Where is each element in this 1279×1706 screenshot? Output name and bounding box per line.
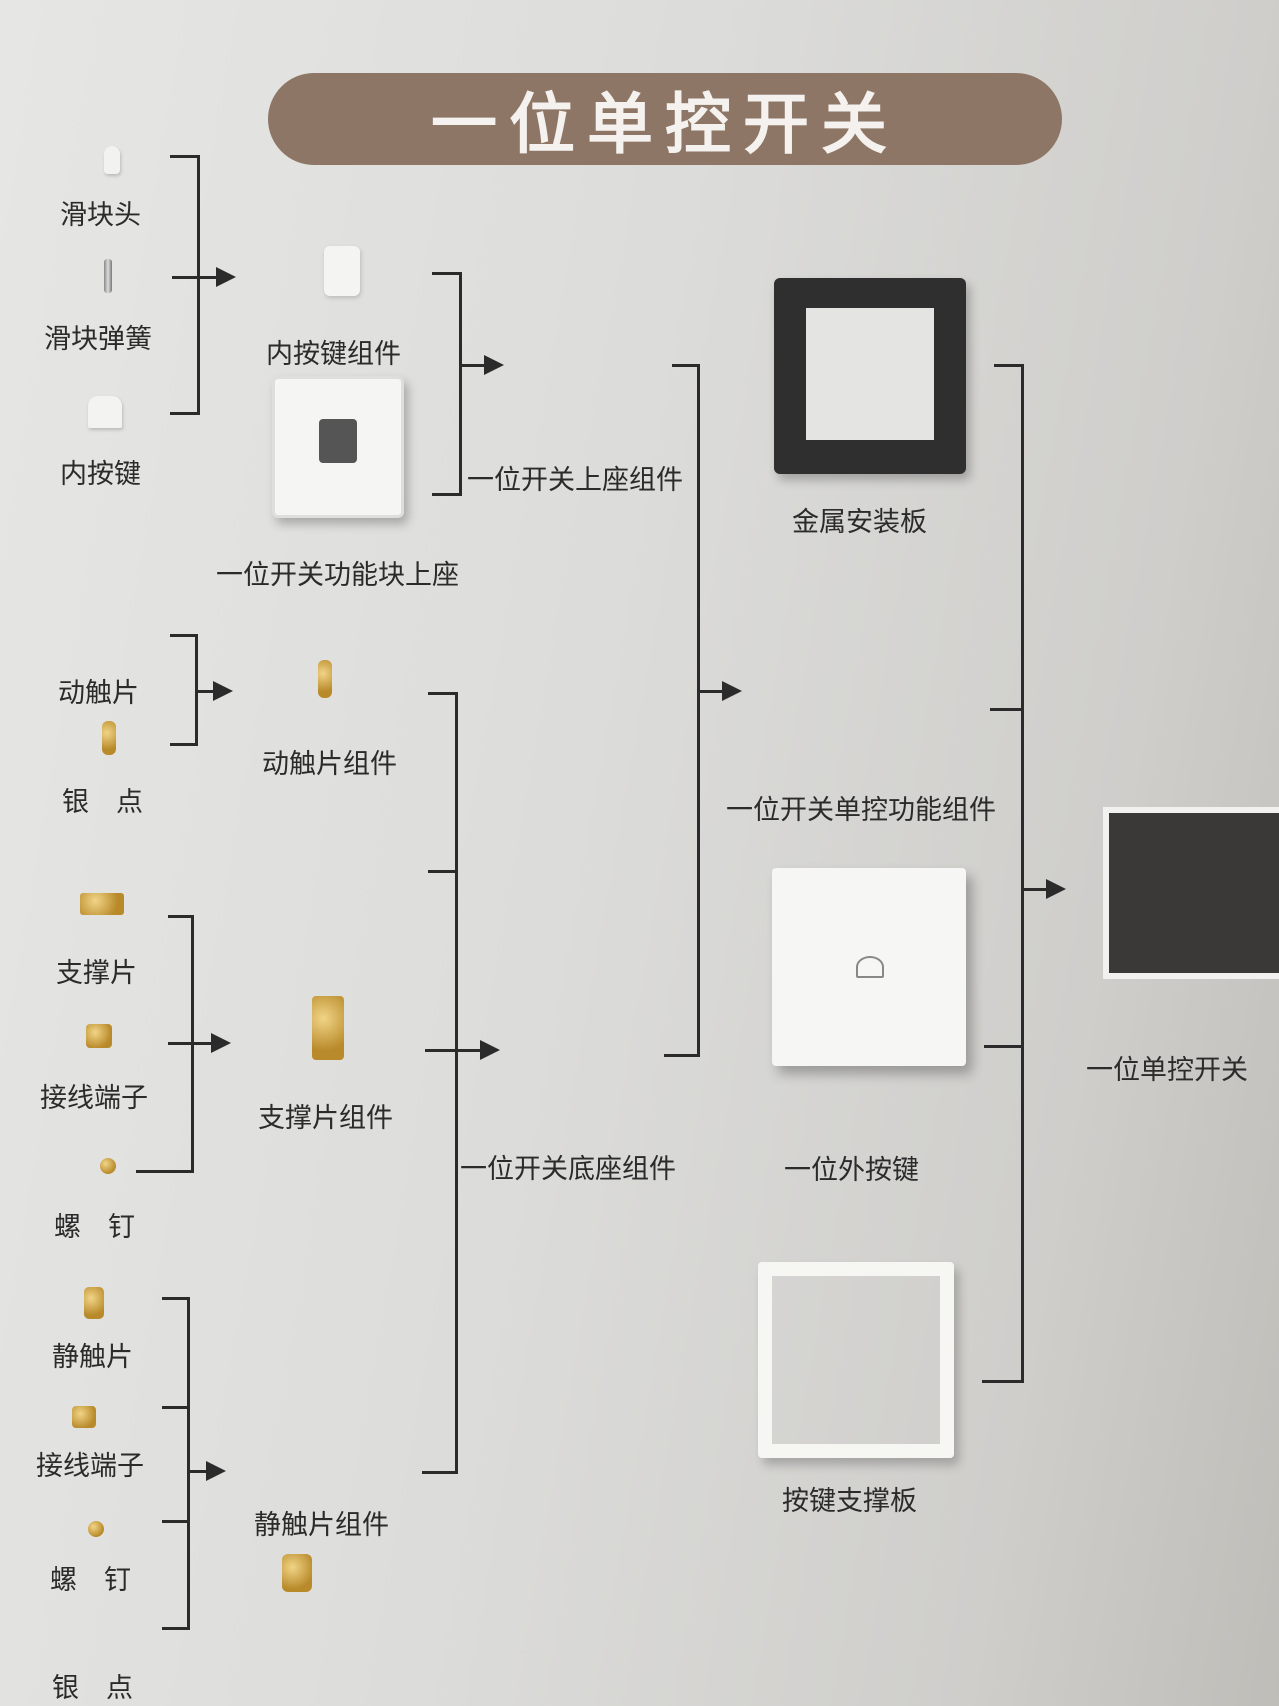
screw-2-image bbox=[88, 1521, 104, 1537]
bracket-5-stem bbox=[461, 364, 485, 367]
terminal-1-image bbox=[86, 1024, 112, 1048]
bracket-7-bottom bbox=[664, 1054, 700, 1057]
bracket-4-top bbox=[162, 1297, 190, 1300]
arrow-5 bbox=[484, 355, 504, 375]
bracket-6-vertical bbox=[455, 692, 458, 1474]
bracket-5-top bbox=[432, 272, 462, 275]
bracket-2-vertical bbox=[195, 634, 198, 746]
bracket-6-stem bbox=[425, 1049, 481, 1052]
bracket-6-top bbox=[428, 692, 458, 695]
label-slider-spring: 滑块弹簧 bbox=[44, 324, 152, 355]
brand-logo-icon bbox=[856, 956, 884, 978]
label-terminal-1: 接线端子 bbox=[40, 1083, 148, 1114]
label-static-contact-assembly: 静触片组件 bbox=[254, 1510, 389, 1541]
label-support-piece: 支撑片 bbox=[56, 958, 137, 989]
bracket-4-stem bbox=[189, 1470, 209, 1473]
metal-plate-image bbox=[774, 278, 966, 474]
bracket-2-bottom bbox=[170, 743, 198, 746]
terminal-2-image bbox=[72, 1406, 96, 1428]
upper-block-image bbox=[272, 376, 404, 518]
bracket-8-mid-1 bbox=[990, 708, 1024, 711]
bracket-4-mid-2 bbox=[162, 1520, 190, 1523]
bracket-1-bottom bbox=[170, 412, 200, 415]
bracket-4-mid-1 bbox=[162, 1406, 190, 1409]
label-upper-seat-assembly: 一位开关上座组件 bbox=[467, 465, 683, 496]
label-silver-point-2: 银 点 bbox=[52, 1673, 133, 1704]
label-silver-point-1: 银 点 bbox=[62, 787, 143, 818]
bracket-8-mid-2 bbox=[984, 1045, 1024, 1048]
label-screw-1: 螺 钉 bbox=[54, 1212, 135, 1243]
arrow-3 bbox=[211, 1033, 231, 1053]
support-assembly-image bbox=[312, 996, 344, 1060]
label-moving-contact-assembly: 动触片组件 bbox=[262, 749, 397, 780]
outer-key-image bbox=[772, 868, 966, 1066]
bracket-3-stem bbox=[168, 1042, 213, 1045]
label-terminal-2: 接线端子 bbox=[36, 1451, 144, 1482]
bracket-7-stem bbox=[699, 690, 723, 693]
label-inner-key-assembly: 内按键组件 bbox=[266, 339, 401, 370]
label-inner-key: 内按键 bbox=[60, 459, 141, 490]
bracket-4-vertical bbox=[187, 1297, 190, 1630]
moving-contact-image bbox=[102, 721, 116, 755]
slider-head-image bbox=[104, 146, 120, 174]
title-banner: 一位单控开关 bbox=[268, 73, 1062, 165]
screw-1-image bbox=[100, 1158, 116, 1174]
label-upper-block: 一位开关功能块上座 bbox=[216, 560, 459, 591]
arrow-1 bbox=[216, 267, 236, 287]
bracket-5-bottom bbox=[432, 493, 462, 496]
key-support-plate-image bbox=[758, 1262, 954, 1458]
bracket-8-bottom bbox=[982, 1380, 1024, 1383]
bracket-6-mid bbox=[428, 870, 458, 873]
bracket-5-vertical bbox=[459, 272, 462, 496]
bracket-3-bottom bbox=[136, 1170, 194, 1173]
arrow-2 bbox=[213, 681, 233, 701]
label-outer-key: 一位外按键 bbox=[784, 1155, 919, 1186]
bracket-7-top bbox=[672, 364, 700, 367]
label-base-assembly: 一位开关底座组件 bbox=[460, 1154, 676, 1185]
support-piece-image bbox=[80, 893, 124, 915]
arrow-8 bbox=[1046, 879, 1066, 899]
bracket-4-bottom bbox=[162, 1627, 190, 1630]
label-screw-2: 螺 钉 bbox=[50, 1565, 131, 1596]
label-slider-head: 滑块头 bbox=[60, 200, 141, 231]
bracket-2-top bbox=[170, 634, 198, 637]
inner-key-assembly-image bbox=[324, 246, 360, 296]
bracket-2-stem bbox=[197, 690, 215, 693]
slider-spring-image bbox=[104, 259, 112, 293]
bracket-1-top bbox=[170, 155, 200, 158]
inner-key-image bbox=[88, 396, 122, 428]
label-metal-plate: 金属安装板 bbox=[792, 507, 927, 538]
final-switch-image bbox=[1103, 807, 1279, 979]
moving-contact-assembly-image bbox=[318, 660, 332, 698]
bracket-1-vertical bbox=[197, 155, 200, 415]
page-title: 一位单控开关 bbox=[431, 86, 899, 163]
bracket-8-top bbox=[994, 364, 1024, 367]
arrow-7 bbox=[722, 681, 742, 701]
bracket-6-bottom bbox=[422, 1471, 458, 1474]
bracket-8-vertical bbox=[1021, 364, 1024, 1383]
bracket-8-stem bbox=[1023, 888, 1047, 891]
arrow-4 bbox=[206, 1461, 226, 1481]
upper-block-mechanism bbox=[319, 419, 357, 463]
label-static-contact: 静触片 bbox=[52, 1342, 133, 1373]
static-contact-image bbox=[84, 1287, 104, 1319]
bracket-1-stem bbox=[172, 276, 217, 279]
arrow-6 bbox=[480, 1040, 500, 1060]
label-function-assembly: 一位开关单控功能组件 bbox=[726, 795, 996, 826]
metal-plate-opening bbox=[806, 308, 934, 440]
bracket-7-vertical bbox=[697, 364, 700, 1057]
static-contact-assembly-image bbox=[282, 1554, 312, 1592]
bracket-3-top bbox=[168, 915, 194, 918]
label-support-assembly: 支撑片组件 bbox=[258, 1103, 393, 1134]
label-moving-contact: 动触片 bbox=[58, 678, 139, 709]
label-final-product: 一位单控开关 bbox=[1086, 1055, 1248, 1086]
label-key-support-plate: 按键支撑板 bbox=[782, 1486, 917, 1517]
